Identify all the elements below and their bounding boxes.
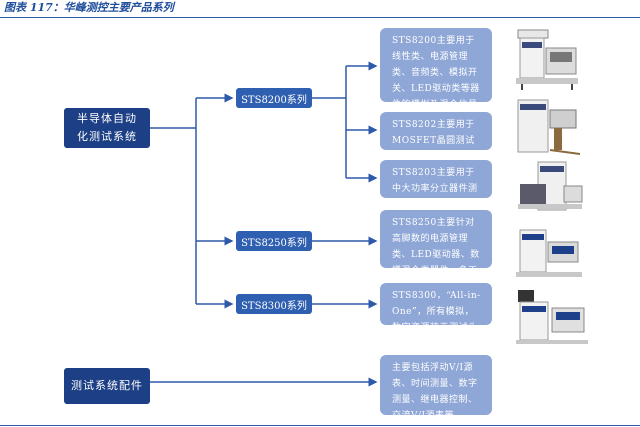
accessory-node: 测试系统配件	[64, 368, 150, 404]
equipment-image-sts8250	[516, 229, 582, 277]
desc-sts8200: STS8200主要用于线性类、电源管理类、音频类、模拟开关、LED驱动类等器件的…	[380, 28, 492, 126]
desc-sts8300: STS8300，“All-in-One”，所有模拟，数字资源装于测试头中	[380, 283, 492, 349]
equipment-image-sts8202	[517, 99, 581, 155]
desc-sts8250: STS8250主要针对高脚数的电源管理类、LED驱动器、数模混合类器件，多工位并…	[380, 210, 492, 292]
root-node: 半导体自动化测试系统	[64, 108, 150, 148]
accessory-label: 测试系统配件	[71, 379, 143, 392]
series-node-sts8250: STS8250系列	[236, 231, 312, 251]
equipment-image-sts8200	[516, 29, 578, 90]
desc-accessory: 主要包括浮动V/I源表、时间测量、数字测量、继电器控制、交流V/I源表等	[380, 355, 492, 421]
series-node-sts8300: STS8300系列	[236, 294, 312, 314]
bottom-rule	[0, 425, 640, 426]
top-rule	[0, 17, 640, 18]
series-label: STS8200系列	[241, 94, 307, 106]
series-label: STS8300系列	[241, 300, 307, 312]
figure-caption: 图表 117：华峰测控主要产品系列	[4, 1, 174, 14]
equipment-image-sts8203	[518, 161, 583, 211]
series-node-sts8200: STS8200系列	[236, 88, 312, 108]
desc-sts8203: STS8203主要用于中大功率分立器件测试	[380, 160, 492, 210]
desc-sts8202: STS8202主要用于MOSFET晶圆测试	[380, 112, 492, 150]
series-label: STS8250系列	[241, 237, 307, 249]
root-label: 半导体自动化测试系统	[77, 112, 137, 143]
equipment-image-sts8300	[516, 290, 588, 344]
